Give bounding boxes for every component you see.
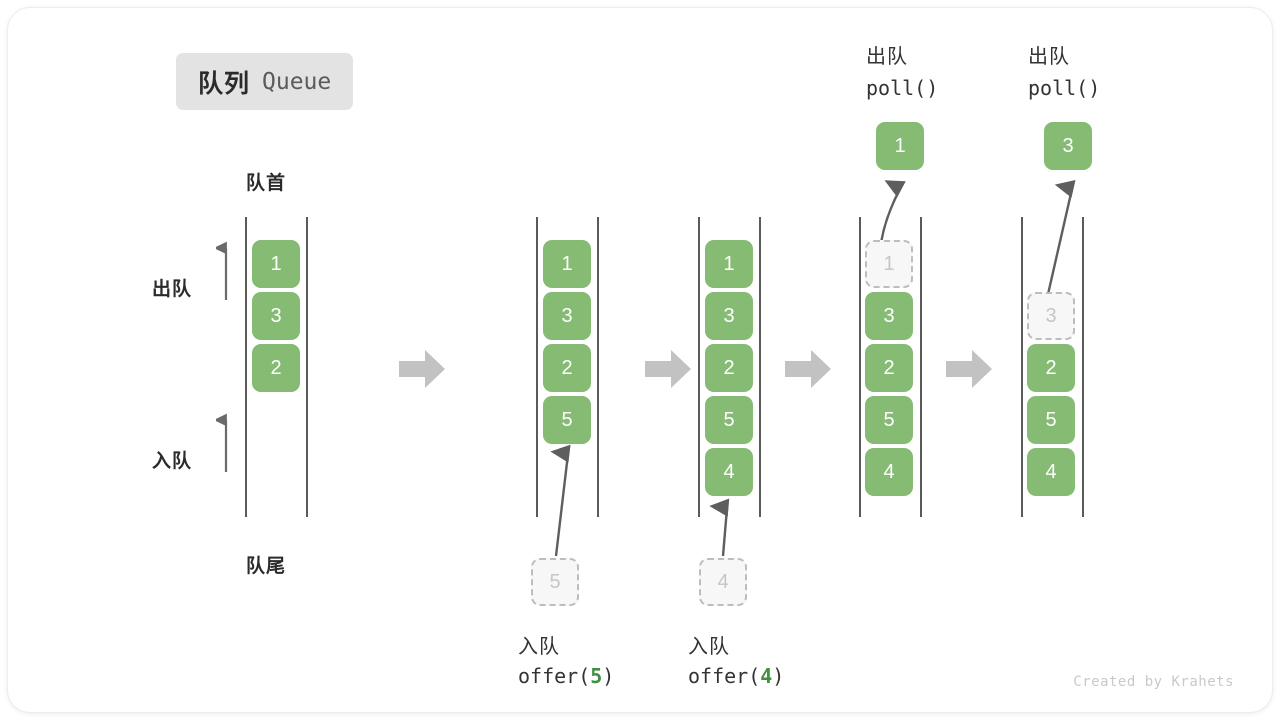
diagram-card: 队列 Queue 队首 队尾 出队 入队 1 3 2 [8, 8, 1272, 712]
poll-2-label-cn: 出队 [1028, 46, 1070, 68]
stage-5-item-2: 5 [1027, 396, 1075, 444]
stage-3-item-1: 3 [705, 292, 753, 340]
stage-4-popped-item: 1 [876, 122, 924, 170]
stage-3-rail-left [698, 217, 700, 517]
poll-2-arrow-icon [1044, 179, 1076, 304]
stage-5-item-1: 2 [1027, 344, 1075, 392]
title-english: Queue [262, 68, 332, 95]
enqueue-direction-label: 入队 [152, 451, 193, 472]
offer-5-arrow-icon [550, 444, 571, 557]
stage-2-item-1: 3 [543, 292, 591, 340]
offer-4-arrow-icon [709, 498, 730, 557]
stage-1-item-1: 3 [252, 292, 300, 340]
offer-5-label-code: offer(5) [518, 664, 614, 688]
enqueue-direction-arrow-icon [216, 413, 228, 472]
stage-5-item-0: 3 [1027, 292, 1075, 340]
offer-4-code-number: 4 [760, 664, 773, 688]
stage-3-item-2: 2 [705, 344, 753, 392]
queue-tail-label: 队尾 [246, 556, 287, 577]
stage-5-item-3: 4 [1027, 448, 1075, 496]
stage-1-rail-right [306, 217, 308, 517]
queue-head-label: 队首 [246, 173, 287, 194]
transition-arrow-4-icon [946, 350, 992, 388]
transition-arrow-3-icon [785, 350, 831, 388]
credit-text: Created by Krahets [1073, 674, 1234, 690]
title-badge: 队列 Queue [176, 53, 354, 110]
stage-5-popped-item: 3 [1044, 122, 1092, 170]
stage-4-item-4: 4 [865, 448, 913, 496]
stage-3-item-4: 4 [705, 448, 753, 496]
stage-4-item-3: 5 [865, 396, 913, 444]
offer-5-code-suffix: ) [602, 664, 615, 688]
stage-2-rail-left [536, 217, 538, 517]
stage-3-rail-right [759, 217, 761, 517]
offer-4-label-cn: 入队 [688, 636, 730, 658]
stage-3-item-0: 1 [705, 240, 753, 288]
offer-5-code-prefix: offer( [518, 664, 591, 688]
stage-1-item-0: 1 [252, 240, 300, 288]
stage-4-item-1: 3 [865, 292, 913, 340]
poll-1-label-cn: 出队 [866, 46, 908, 68]
offer-4-code-suffix: ) [772, 664, 785, 688]
transition-arrow-2-icon [645, 350, 691, 388]
stage-3-item-3: 5 [705, 396, 753, 444]
stage-1-item-2: 2 [252, 344, 300, 392]
stage-4-rail-right [920, 217, 922, 517]
stage-2-rail-right [597, 217, 599, 517]
offer-4-label-code: offer(4) [688, 664, 784, 688]
stage-2-pending-item: 5 [531, 558, 579, 606]
stage-2-item-2: 2 [543, 344, 591, 392]
dequeue-direction-label: 出队 [152, 279, 193, 300]
stage-1-rail-left [245, 217, 247, 517]
stage-5-rail-left [1021, 217, 1023, 517]
poll-2-label-code: poll() [1028, 76, 1101, 100]
offer-5-label-cn: 入队 [518, 636, 560, 658]
offer-5-code-number: 5 [590, 664, 603, 688]
dequeue-direction-arrow-icon [216, 241, 228, 300]
stage-4-item-2: 2 [865, 344, 913, 392]
stage-2-item-3: 5 [543, 396, 591, 444]
transition-arrow-1-icon [399, 350, 445, 388]
stage-5-rail-right [1082, 217, 1084, 517]
stage-2-item-0: 1 [543, 240, 591, 288]
title-chinese: 队列 [198, 69, 251, 98]
offer-4-code-prefix: offer( [688, 664, 761, 688]
poll-1-label-code: poll() [866, 76, 939, 100]
stage-4-rail-left [859, 217, 861, 517]
stage-3-pending-item: 4 [699, 558, 747, 606]
stage-4-item-0: 1 [865, 240, 913, 288]
